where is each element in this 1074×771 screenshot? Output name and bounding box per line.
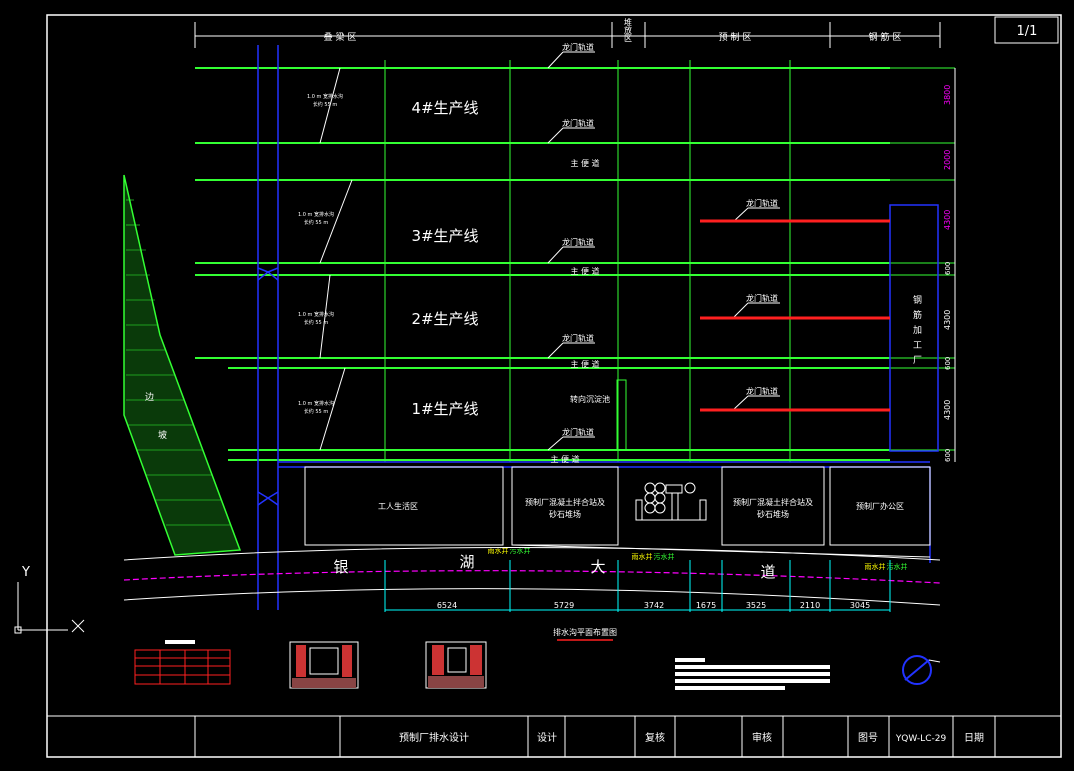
hdim-1: 6524: [437, 601, 457, 610]
road-char-4: 道: [760, 563, 775, 581]
main-road-2: 主 便 道: [570, 266, 599, 276]
pipe-spec-1b: 长约 55 m: [313, 101, 338, 108]
gantry-track-7: 龙门轨道: [746, 293, 778, 303]
hdim-6: 2110: [800, 601, 820, 610]
sheet-number-box: [994, 16, 1059, 44]
red-rails: [700, 219, 890, 412]
office-zone-label: 预制厂办公区: [856, 501, 904, 511]
rain-well-2: 雨水井: [632, 552, 653, 561]
bottom-zones: [304, 466, 931, 558]
sewage-well-1: 污水井: [510, 546, 531, 555]
zone-stacking: 堆放区: [624, 17, 633, 42]
sedimentation-tank-label: 转向沉淀池: [570, 394, 610, 404]
hdim-2: 5729: [554, 601, 574, 610]
pipe-spec-4b: 长约 55 m: [304, 408, 329, 415]
hdim-4: 1675: [696, 601, 716, 610]
grid-verticals: [277, 60, 791, 462]
line-4-label: 4#生产线: [411, 99, 478, 117]
main-road-3: 主 便 道: [570, 359, 599, 369]
pipe-spec-3b: 长约 55 m: [304, 319, 329, 326]
slope-label-2: 坡: [158, 429, 167, 441]
worker-zone-label: 工人生活区: [378, 501, 418, 511]
gantry-track-5: 龙门轨道: [562, 427, 594, 437]
design-label: 设计: [537, 731, 557, 744]
sheet-number: 1/1: [1017, 24, 1038, 39]
mixing-plant-icon: [635, 482, 707, 521]
sewage-well-2: 污水井: [654, 552, 675, 561]
ucs-icon: [14, 582, 85, 634]
zone-precast-beam: 叠 梁 区: [324, 31, 357, 43]
pipe-spec-2b: 长约 55 m: [304, 219, 329, 226]
section-detail-a: [289, 641, 359, 689]
north-arrow-icon: [902, 655, 941, 685]
legend-table: [134, 640, 231, 685]
rain-well-3: 雨水井: [865, 562, 886, 571]
hdim-3: 3742: [644, 601, 664, 610]
rain-well-1: 雨水井: [488, 546, 509, 555]
hdim-7: 3045: [850, 601, 870, 610]
main-road-4: 主 便 道: [550, 454, 579, 464]
sedimentation-tank: [616, 379, 627, 451]
pipe-spec-1: 1.0 m 宽排水沟: [307, 93, 343, 100]
mixing-station-right: 预制厂混凝土拌合站及砂石堆场: [733, 498, 813, 519]
line-1-label: 1#生产线: [411, 400, 478, 418]
mixing-station-left: 预制厂混凝土拌合站及砂石堆场: [525, 498, 605, 519]
slope-hatch: [126, 199, 231, 526]
vdim-4: 600: [944, 262, 952, 275]
slope-label-1: 边: [145, 392, 154, 403]
gantry-track-3: 龙门轨道: [562, 237, 594, 247]
date-label: 日期: [964, 732, 984, 744]
rails: [195, 67, 890, 461]
pipe-leaders: [319, 67, 353, 451]
rail-ends: [890, 67, 955, 451]
drawing-frame: [46, 14, 1062, 758]
section-detail-b: [425, 641, 487, 689]
line-3-label: 3#生产线: [411, 227, 478, 245]
gantry-track-6: 龙门轨道: [746, 198, 778, 208]
project-name: 预制厂排水设计: [399, 731, 469, 744]
gantry-track-4: 龙门轨道: [562, 333, 594, 343]
road-char-1: 银: [333, 558, 348, 576]
drawing-no-label: 图号: [858, 732, 878, 744]
callout-lines: [547, 51, 780, 451]
gantry-track-8: 龙门轨道: [746, 386, 778, 396]
drainage-title: 排水沟平面布置图: [553, 627, 617, 637]
vdim-8: 600: [944, 449, 952, 462]
zone-rebar: 钢 筋 区: [869, 31, 902, 43]
review-label: 复核: [645, 731, 665, 744]
hdim-5: 3525: [746, 601, 766, 610]
vdim-1: 3800: [943, 85, 952, 105]
gantry-track-1: 龙门轨道: [562, 42, 594, 52]
zone-precast-plate: 预 制 区: [719, 31, 752, 43]
road: [123, 547, 941, 606]
mixing-right-fo: 预制厂混凝土拌合站及砂石堆场: [733, 498, 813, 519]
vdim-3: 4300: [943, 210, 952, 230]
pipe-spec-2: 1.0 m 宽排水沟: [298, 211, 334, 218]
notes-block: [675, 658, 830, 690]
main-road-1: 主 便 道: [570, 158, 599, 168]
pipe-spec-3: 1.0 m 宽排水沟: [298, 311, 334, 318]
line-2-label: 2#生产线: [411, 310, 478, 328]
mixing-left-fo: 预制厂混凝土拌合站及砂石堆场: [525, 498, 605, 519]
title-block: [47, 715, 1061, 757]
rebar-workshop-label: 钢筋加工厂: [911, 294, 922, 370]
zone-header: [194, 22, 941, 48]
ucs-y-label: Y: [21, 565, 30, 580]
vdim-2: 2000: [943, 150, 952, 170]
road-char-3: 大: [590, 558, 605, 576]
gantry-track-2: 龙门轨道: [562, 118, 594, 128]
vdim-7: 4300: [943, 400, 952, 420]
slope-area: [123, 174, 242, 556]
audit-label: 审核: [752, 731, 772, 744]
vdim-6: 600: [944, 357, 952, 370]
horizontal-dim-chain: [384, 560, 891, 612]
vdim-5: 4300: [943, 310, 952, 330]
drawing-no: YQW-LC-29: [895, 734, 947, 744]
pipe-spec-4: 1.0 m 宽排水沟: [298, 400, 334, 407]
sewage-well-3: 污水井: [887, 562, 908, 571]
road-char-2: 湖: [459, 553, 474, 571]
